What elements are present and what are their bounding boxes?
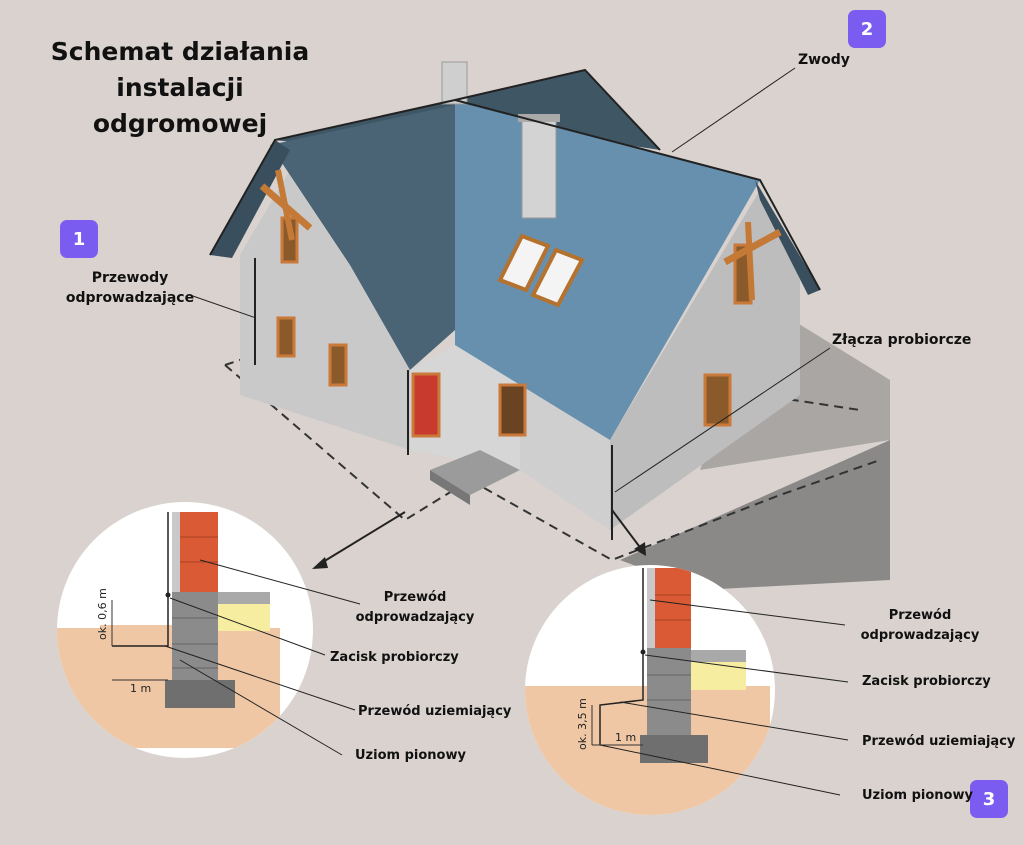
label-right-uziom-pionowy: Uziom pionowy (862, 788, 973, 803)
arrow-to-left-detail (317, 511, 406, 566)
timber-beam (745, 221, 755, 301)
arrow-head (634, 542, 646, 556)
leader-line (199, 559, 361, 605)
roof-window (530, 247, 585, 308)
earthing-conductor (112, 597, 169, 647)
dim-right-vertical: ok. 3,5 m (576, 698, 589, 750)
label-left-przewod-uziemiajacy: Przewód uziemiający (358, 704, 512, 719)
leader-line (179, 659, 343, 756)
dim-right-horizontal: 1 m (615, 731, 636, 744)
brick-wall (180, 512, 218, 592)
label-right-przewod-odprowadzajacy: Przewód odprowadzający (860, 608, 980, 643)
label-right-zacisk-probiorczy: Zacisk probiorczy (862, 674, 991, 689)
leader-line (619, 701, 849, 741)
arrow-to-right-detail (611, 509, 643, 551)
label-left-przewod-odprowadzajacy: Przewód odprowadzający (355, 590, 475, 625)
soil (100, 625, 180, 637)
chimney-front-cap (518, 114, 560, 122)
dim-left-horizontal: 1 m (130, 682, 151, 695)
wall-window (276, 316, 296, 358)
wall-window (328, 343, 348, 387)
roof-window (497, 233, 551, 293)
front-door (411, 372, 441, 438)
insulation (691, 662, 746, 690)
dim-left-vertical: ok. 0,6 m (96, 588, 109, 640)
leader-line (649, 599, 846, 626)
plaster (172, 512, 180, 592)
leader-line (164, 645, 356, 711)
porch-wall (520, 380, 610, 530)
ground-perimeter-dashed (224, 364, 881, 562)
plaster (647, 568, 655, 648)
chimney-front (521, 119, 557, 219)
label-right-przewod-uziemiajacy: Przewód uziemiający (862, 734, 1016, 749)
label-zwody: Zwody (798, 52, 850, 68)
right-gable-edge (755, 180, 820, 295)
leader-line-zwody (671, 67, 796, 153)
timber-beam (723, 228, 782, 266)
arrow-head (312, 557, 328, 569)
badge-2: 2 (848, 10, 886, 48)
test-clamp (640, 649, 646, 655)
brick-wall (655, 568, 691, 648)
left-gable-edge (210, 140, 290, 258)
leader-line (644, 654, 849, 683)
page-title: Schemat działania instalacji odgromowej (50, 37, 310, 138)
leader-line-zlacza (614, 347, 831, 493)
porch-steps (430, 450, 520, 495)
leader-line-przewody (189, 294, 257, 319)
leader-line (599, 744, 841, 796)
right-window (703, 373, 732, 427)
leader-line (169, 597, 326, 656)
porch-door (498, 383, 527, 437)
floor-slab (218, 592, 270, 604)
label-left-zacisk-probiorczy: Zacisk probiorczy (330, 650, 459, 665)
test-clamp (165, 592, 171, 598)
chimney-back (441, 61, 468, 105)
badge-1: 1 (60, 220, 98, 258)
floor-slab (691, 650, 746, 662)
footing (640, 735, 708, 763)
air-terminal-line (454, 99, 821, 291)
label-zlacza-probiorcze: Złącza probiorcze (832, 332, 972, 348)
house-shadow (620, 440, 890, 590)
left-roof-slope (270, 105, 455, 370)
insulation (218, 603, 270, 631)
badge-3: 3 (970, 780, 1008, 818)
foundation-wall (647, 648, 691, 738)
footing (165, 680, 235, 708)
timber-beam (275, 169, 295, 241)
label-left-uziom-pionowy: Uziom pionowy (355, 748, 466, 763)
label-przewody-odprowadzajace: Przewody odprowadzające (65, 270, 195, 306)
porch-post (430, 470, 470, 505)
